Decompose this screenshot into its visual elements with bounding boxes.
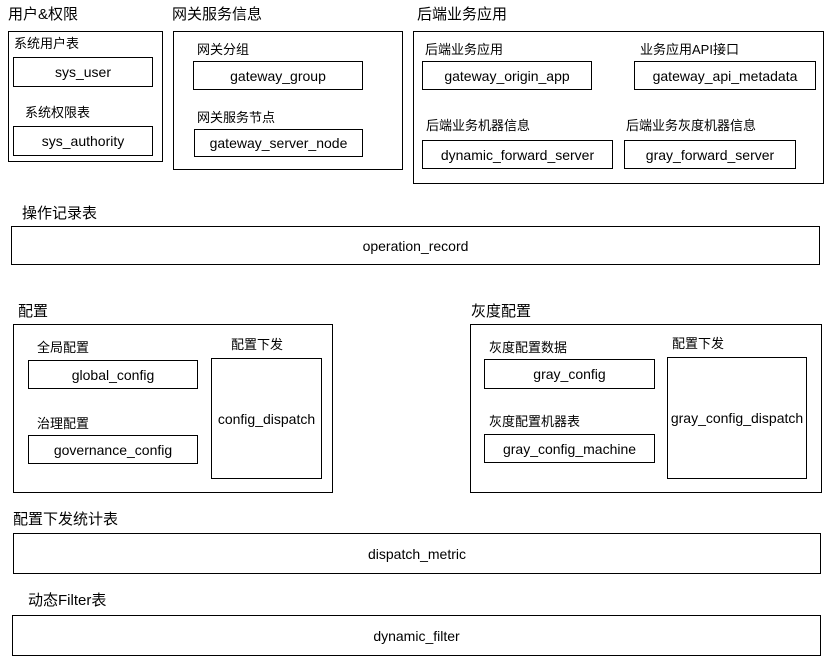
table-node-gray-config: gray_config <box>484 359 655 389</box>
table-label-config-dispatch: 配置下发 <box>231 337 284 352</box>
table-node-gateway-api-metadata: gateway_api_metadata <box>634 61 816 90</box>
table-label-gray-config: 灰度配置数据 <box>489 340 568 355</box>
table-label-gray-config-dispatch: 配置下发 <box>672 336 725 351</box>
table-label-sys-user: 系统用户表 <box>14 36 80 51</box>
table-node-dispatch-metric: dispatch_metric <box>13 533 821 574</box>
table-label-governance-config: 治理配置 <box>37 416 90 431</box>
group-title-dispatch-metric: 配置下发统计表 <box>13 511 119 528</box>
group-title-user-auth: 用户&权限 <box>8 6 79 23</box>
table-label-dynamic-forward-server: 后端业务机器信息 <box>426 118 531 133</box>
table-node-gateway-origin-app: gateway_origin_app <box>422 61 592 90</box>
table-label-gateway-group: 网关分组 <box>197 42 250 57</box>
table-label-gateway-origin-app: 后端业务应用 <box>425 42 504 57</box>
table-node-gray-forward-server: gray_forward_server <box>624 140 796 169</box>
table-label-gateway-server-node: 网关服务节点 <box>197 110 276 125</box>
table-node-gateway-group: gateway_group <box>193 61 363 90</box>
table-node-gray-config-machine: gray_config_machine <box>484 434 655 463</box>
table-node-sys-user: sys_user <box>13 57 153 87</box>
table-node-sys-authority: sys_authority <box>13 126 153 156</box>
table-node-dynamic-filter: dynamic_filter <box>12 615 821 656</box>
table-label-global-config: 全局配置 <box>37 340 90 355</box>
table-node-dynamic-forward-server: dynamic_forward_server <box>422 140 613 169</box>
group-title-dynamic-filter: 动态Filter表 <box>28 592 107 609</box>
table-node-global-config: global_config <box>28 360 198 389</box>
table-label-gray-config-machine: 灰度配置机器表 <box>489 414 581 429</box>
table-node-operation-record: operation_record <box>11 226 820 265</box>
group-title-operation-record: 操作记录表 <box>22 205 98 222</box>
group-title-gateway-service: 网关服务信息 <box>172 6 263 23</box>
group-title-gray-config: 灰度配置 <box>471 303 532 320</box>
table-label-sys-authority: 系统权限表 <box>25 105 91 120</box>
table-label-gateway-api-metadata: 业务应用API接口 <box>640 42 739 57</box>
table-label-gray-forward-server: 后端业务灰度机器信息 <box>626 118 757 133</box>
table-node-governance-config: governance_config <box>28 435 198 464</box>
table-node-config-dispatch: config_dispatch <box>211 358 322 479</box>
group-title-config: 配置 <box>18 303 49 320</box>
table-node-gateway-server-node: gateway_server_node <box>194 129 363 157</box>
group-title-backend-app: 后端业务应用 <box>417 6 508 23</box>
table-node-gray-config-dispatch: gray_config_dispatch <box>667 357 807 479</box>
